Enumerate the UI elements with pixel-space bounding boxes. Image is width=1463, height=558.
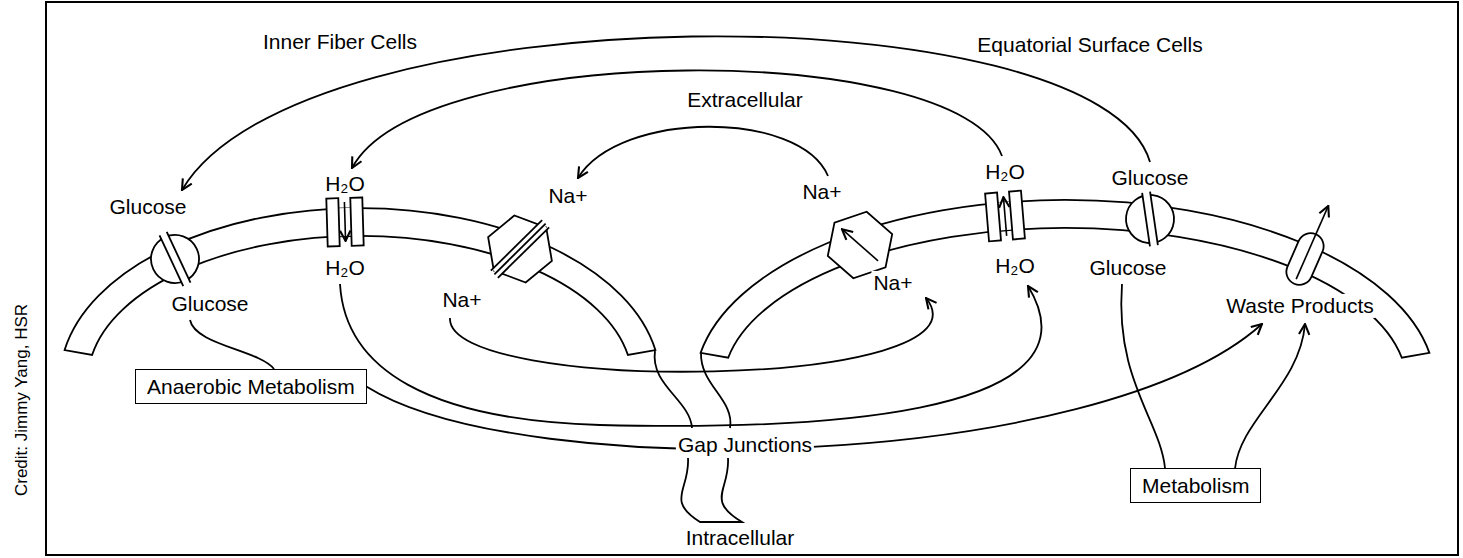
water-channel	[326, 197, 363, 246]
product-label: Waste Products	[1224, 294, 1375, 318]
sodium-channel	[476, 205, 564, 294]
box-text: Anaerobic Metabolism	[147, 373, 355, 400]
water-flow	[352, 70, 1002, 168]
sodium-flow	[450, 298, 933, 372]
ion-label: Na+	[440, 288, 483, 312]
transporter-line	[167, 232, 191, 283]
box-text: Metabolism	[1142, 472, 1249, 499]
surface-membrane	[701, 200, 1430, 358]
leader-line	[1121, 284, 1165, 468]
channel-wall	[326, 198, 339, 246]
credit-text: Credit: Jimmy Yang, HSR	[12, 302, 32, 498]
transporter-gap	[160, 234, 189, 284]
channel-wall	[985, 193, 1001, 242]
transporter-line	[1150, 192, 1158, 245]
gap-junction	[701, 353, 731, 428]
process-box: Anaerobic Metabolism	[135, 369, 367, 404]
sodium-flow	[578, 127, 828, 178]
water-flow	[340, 284, 1042, 426]
water-channel	[985, 191, 1025, 242]
ion-label: Na+	[871, 271, 914, 295]
cell-label: Equatorial Surface Cells	[975, 33, 1204, 57]
transporter-body	[1123, 192, 1176, 245]
ion-label: Na+	[800, 180, 843, 204]
flow-arrow	[1296, 206, 1328, 279]
flow-arrow	[344, 202, 345, 241]
waste-flow	[367, 324, 1262, 449]
gap-junction	[681, 458, 742, 522]
molecule-label: Glucose	[1109, 166, 1190, 190]
glucose-flow	[182, 36, 1150, 190]
ion-label: Na+	[546, 184, 589, 208]
gap-junction	[655, 351, 692, 428]
molecule-label: Glucose	[107, 195, 188, 219]
cell-label: Inner Fiber Cells	[261, 30, 419, 54]
molecule-label: Glucose	[1087, 256, 1168, 280]
molecule-label: H₂O	[323, 256, 367, 280]
waste-flow	[1235, 324, 1305, 468]
molecule-label: Glucose	[169, 292, 250, 316]
leader-line	[190, 320, 274, 369]
transporter-line	[1142, 193, 1150, 246]
channel-line	[498, 227, 549, 278]
molecule-label: H₂O	[323, 172, 367, 196]
molecule-label: H₂O	[983, 160, 1027, 184]
glucose-transporter	[141, 223, 208, 294]
channel-wall	[1009, 191, 1025, 240]
region-label: Intracellular	[684, 526, 797, 550]
channel-gap	[492, 222, 547, 277]
channel-line	[494, 224, 545, 275]
process-box: Metabolism	[1130, 468, 1261, 503]
flow-arrow	[1003, 197, 1006, 236]
flow-arrow	[842, 229, 878, 261]
channel-line	[491, 220, 542, 271]
frame	[46, 2, 1458, 555]
region-label: Extracellular	[685, 88, 805, 112]
channel-wall	[350, 197, 363, 245]
channel-body	[478, 210, 562, 289]
molecule-label: H₂O	[993, 254, 1037, 278]
transporter-body	[143, 227, 207, 291]
waste-transporter	[1282, 201, 1340, 289]
structure-label: Gap Junctions	[676, 433, 814, 457]
transporter-gap	[1142, 193, 1157, 246]
glucose-transporter	[1123, 189, 1177, 248]
